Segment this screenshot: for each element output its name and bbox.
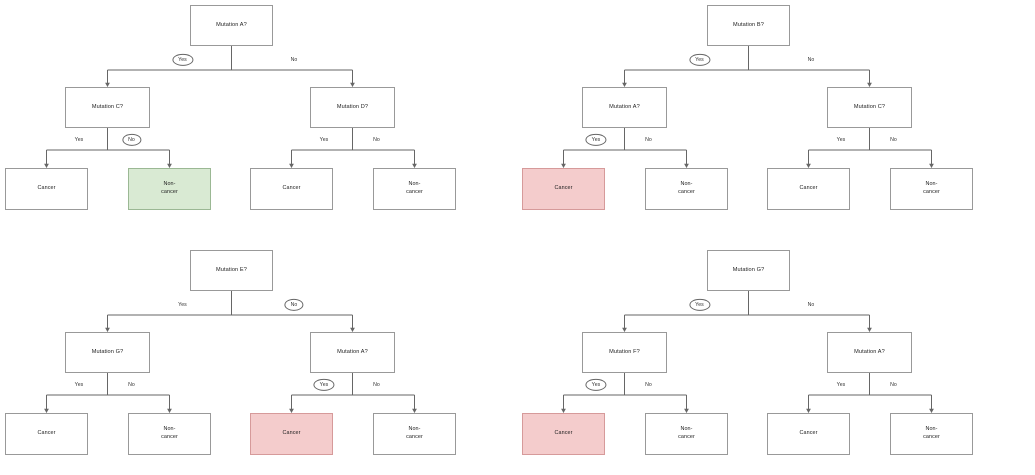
tree-top-right-leaf-4[interactable]: Non- cancer [890, 168, 973, 210]
tree-bottom-right-leaf-3[interactable]: Cancer [767, 413, 850, 455]
tree-bottom-left-edge-label-root-no: No [284, 298, 304, 312]
tree-top-left-leaf-4[interactable]: Non- cancer [373, 168, 456, 210]
tree-bottom-right: Mutation G? Mutation F? Mutation A? Cancer N… [517, 245, 1032, 475]
tree-top-left-edge-label-left-yes: Yes [74, 137, 84, 143]
tree-bottom-left: Mutation E? Mutation G? Mutation A? Cancer N… [0, 245, 515, 475]
tree-top-left-edges [44, 46, 417, 168]
tree-bottom-left-leaf-1[interactable]: Cancer [5, 413, 88, 455]
tree-top-left-edge-label-root-yes: Yes [171, 53, 194, 67]
tree-top-right: Mutation B? Mutation A? Mutation C? Cancer N… [517, 0, 1032, 230]
tree-bottom-left-leaf-4[interactable]: Non- cancer [373, 413, 456, 455]
tree-bottom-left-branch-no-node[interactable]: Mutation A? [310, 332, 395, 373]
tree-top-left-leaf-2[interactable]: Non- cancer [128, 168, 211, 210]
tree-bottom-left-edges [44, 291, 417, 413]
tree-top-left-edge-label-left-no: No [121, 133, 142, 147]
tree-bottom-right-leaf-2[interactable]: Non- cancer [645, 413, 728, 455]
tree-top-right-root-node[interactable]: Mutation B? [707, 5, 790, 46]
tree-top-right-edge-label-left-no: No [645, 137, 652, 143]
tree-bottom-right-edge-label-left-yes: Yes [585, 378, 607, 392]
tree-top-left-leaf-3[interactable]: Cancer [250, 168, 333, 210]
tree-bottom-left-leaf-2[interactable]: Non- cancer [128, 413, 211, 455]
tree-top-left-branch-yes-node[interactable]: Mutation C? [65, 87, 150, 128]
tree-bottom-left-edge-label-right-yes: Yes [313, 378, 335, 392]
tree-bottom-left-edge-label-root-yes: Yes [178, 302, 187, 308]
tree-top-right-edge-label-right-no: No [890, 137, 897, 143]
tree-bottom-right-edge-label-right-yes: Yes [836, 382, 846, 388]
tree-top-left-branch-no-node[interactable]: Mutation D? [310, 87, 395, 128]
tree-bottom-left-edge-label-right-no: No [373, 382, 380, 388]
tree-bottom-right-edge-label-root-no: No [807, 302, 815, 308]
tree-bottom-left-root-node[interactable]: Mutation E? [190, 250, 273, 291]
tree-top-left-root-node[interactable]: Mutation A? [190, 5, 273, 46]
tree-bottom-right-leaf-1[interactable]: Cancer [522, 413, 605, 455]
tree-top-left-edge-label-right-no: No [373, 137, 380, 143]
tree-top-left: Mutation A? Mutation C? Mutation D? Cancer N… [0, 0, 515, 230]
tree-bottom-right-branch-no-node[interactable]: Mutation A? [827, 332, 912, 373]
tree-bottom-right-edge-label-left-no: No [645, 382, 652, 388]
tree-bottom-right-leaf-4[interactable]: Non- cancer [890, 413, 973, 455]
tree-bottom-right-edge-label-right-no: No [890, 382, 897, 388]
tree-bottom-left-leaf-3[interactable]: Cancer [250, 413, 333, 455]
tree-top-right-edge-label-root-no: No [807, 57, 815, 63]
tree-bottom-right-edge-label-root-yes: Yes [688, 298, 711, 312]
tree-top-right-leaf-3[interactable]: Cancer [767, 168, 850, 210]
tree-top-right-branch-yes-node[interactable]: Mutation A? [582, 87, 667, 128]
tree-top-right-leaf-2[interactable]: Non- cancer [645, 168, 728, 210]
tree-top-right-leaf-1[interactable]: Cancer [522, 168, 605, 210]
tree-bottom-left-branch-yes-node[interactable]: Mutation G? [65, 332, 150, 373]
tree-top-right-branch-no-node[interactable]: Mutation C? [827, 87, 912, 128]
tree-top-right-edge-label-root-yes: Yes [688, 53, 711, 67]
tree-top-right-edge-label-right-yes: Yes [836, 137, 846, 143]
tree-bottom-right-root-node[interactable]: Mutation G? [707, 250, 790, 291]
tree-bottom-right-edges [561, 291, 934, 413]
tree-top-left-edge-label-root-no: No [290, 57, 298, 63]
tree-bottom-right-branch-yes-node[interactable]: Mutation F? [582, 332, 667, 373]
tree-top-left-leaf-1[interactable]: Cancer [5, 168, 88, 210]
tree-bottom-left-edge-label-left-no: No [128, 382, 135, 388]
tree-bottom-left-edge-label-left-yes: Yes [74, 382, 84, 388]
tree-top-right-edges [561, 46, 934, 168]
tree-top-right-edge-label-left-yes: Yes [585, 133, 607, 147]
tree-top-left-edge-label-right-yes: Yes [319, 137, 329, 143]
